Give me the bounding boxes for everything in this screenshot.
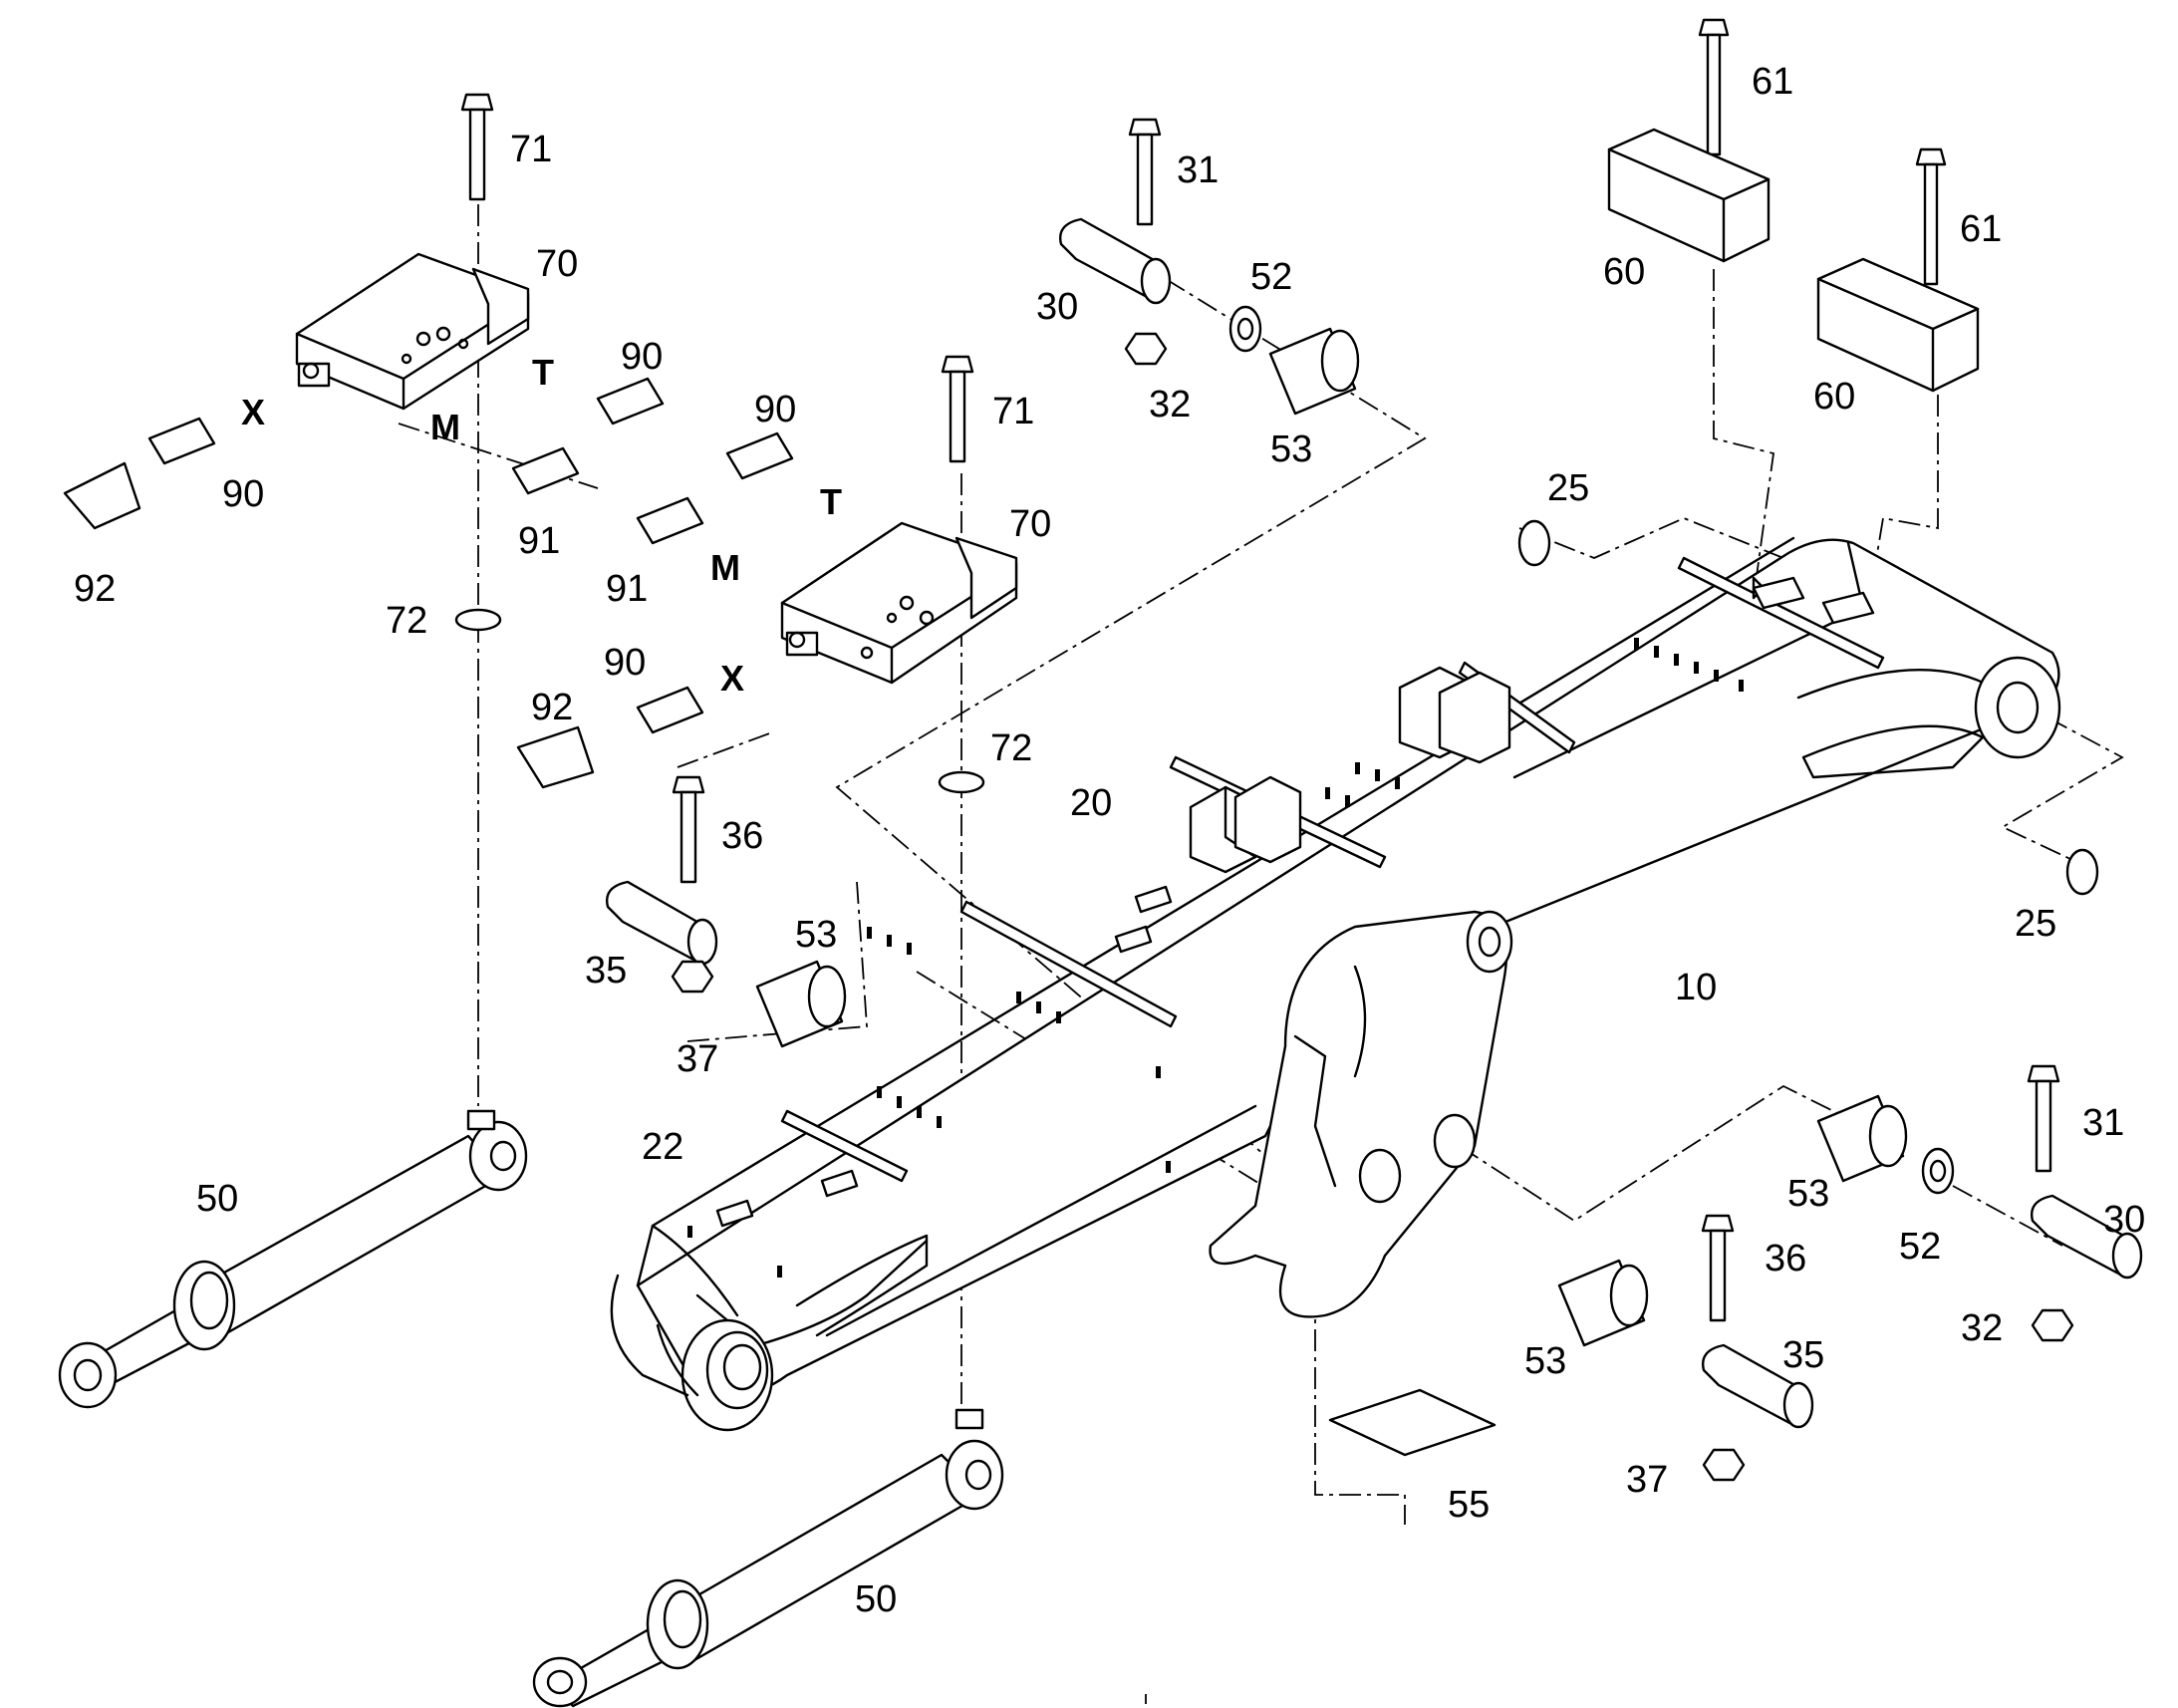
part-label: 52 — [1250, 256, 1292, 298]
valve-block-lower — [780, 521, 1018, 685]
part-label: 30 — [1036, 286, 1078, 328]
part-label: 35 — [585, 950, 627, 992]
washers-nuts-fittings — [63, 305, 2099, 1482]
part-label: 71 — [992, 391, 1034, 432]
part-label: 50 — [855, 1578, 897, 1620]
part-label: 72 — [990, 727, 1032, 769]
port-m-lower: M — [710, 547, 740, 588]
boom-arm — [610, 536, 2061, 1432]
part-label: 53 — [1524, 1340, 1566, 1382]
port-t-upper: T — [532, 352, 554, 393]
part-label: 22 — [642, 1126, 683, 1168]
part-label: 37 — [1626, 1459, 1668, 1501]
part-label: 53 — [1787, 1173, 1829, 1215]
part-label: 70 — [536, 243, 578, 285]
part-label: 35 — [1782, 1334, 1824, 1376]
bolts — [460, 18, 2060, 1322]
part-label: 31 — [2082, 1102, 2124, 1144]
part-label: 36 — [721, 815, 763, 857]
boom-holes — [687, 638, 1744, 1278]
port-m-upper: M — [430, 407, 460, 447]
part-label: 90 — [604, 642, 646, 684]
part-label: 91 — [606, 568, 648, 610]
part-label: 90 — [621, 336, 663, 378]
hydraulic-cylinder-upper — [58, 1109, 528, 1409]
part-label: 92 — [74, 568, 116, 610]
spacer-blocks — [1607, 128, 1980, 393]
part-label: 32 — [1961, 1307, 2003, 1349]
part-label: 92 — [531, 687, 573, 728]
part-label: 30 — [2103, 1199, 2145, 1241]
part-label: 91 — [518, 520, 560, 562]
part-label: 90 — [222, 473, 264, 515]
pins — [606, 217, 2143, 1429]
part-label: 70 — [1009, 503, 1051, 545]
part-label: 36 — [1765, 1238, 1806, 1280]
part-label: 60 — [1603, 251, 1645, 293]
hydraulic-cylinder-lower — [532, 1408, 1004, 1708]
port-labels: X T M X T M — [241, 352, 842, 699]
part-label: 71 — [510, 129, 552, 170]
part-label: 32 — [1149, 384, 1191, 426]
port-x-upper: X — [241, 392, 265, 432]
part-label: 37 — [677, 1038, 718, 1080]
part-label: 60 — [1813, 376, 1855, 418]
port-t-lower: T — [820, 481, 842, 522]
part-label: 50 — [196, 1178, 238, 1220]
part-label: 53 — [795, 914, 837, 956]
port-x-lower: X — [720, 658, 744, 699]
part-label: 55 — [1448, 1484, 1490, 1526]
part-label: 25 — [1547, 467, 1589, 509]
part-callouts: 71 70 90 90 91 92 72 71 90 70 91 90 92 7… — [74, 61, 2145, 1620]
bushings — [755, 327, 1908, 1347]
part-label: 31 — [1177, 149, 1219, 191]
part-label: 20 — [1070, 782, 1112, 824]
part-label: 25 — [2015, 903, 2056, 945]
valve-block-upper — [295, 252, 530, 411]
part-label: 10 — [1675, 967, 1717, 1008]
part-label: 72 — [386, 600, 427, 642]
part-label: 61 — [1752, 61, 1793, 103]
part-label: 61 — [1960, 208, 2002, 250]
part-label: 52 — [1899, 1226, 1941, 1268]
part-label: 53 — [1270, 428, 1312, 470]
part-label: 90 — [754, 389, 796, 430]
